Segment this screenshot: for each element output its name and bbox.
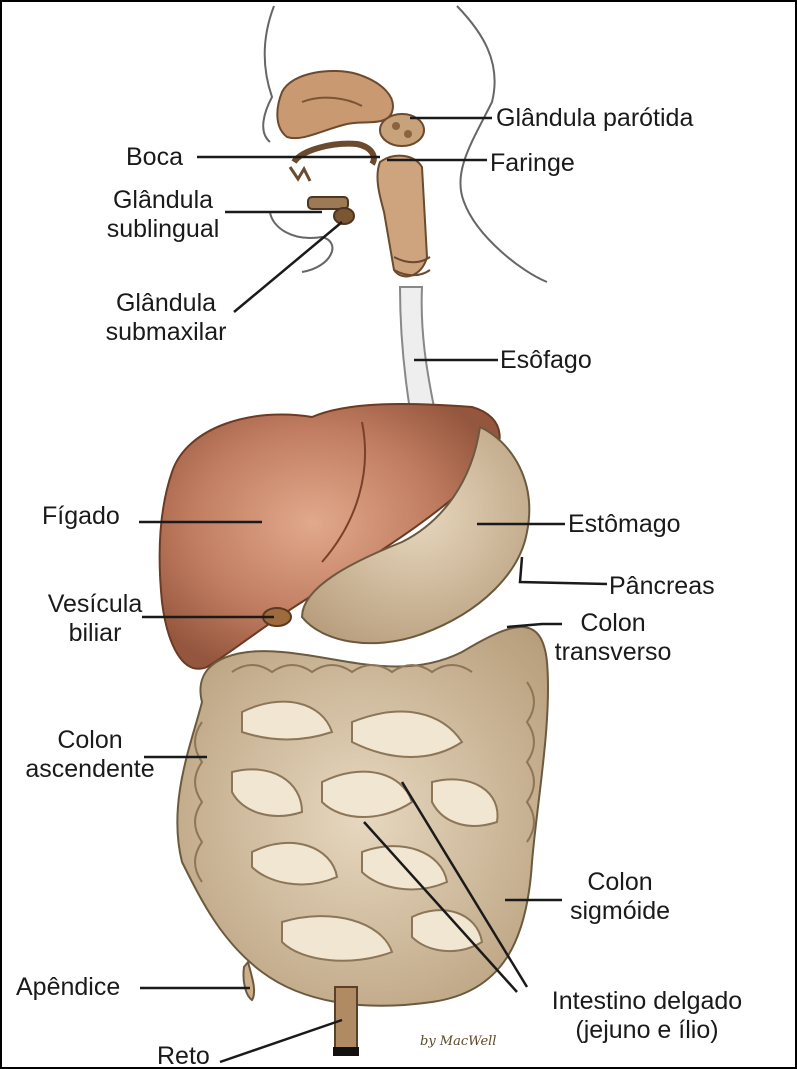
label-small-intestine: Intestino delgado (jejuno e ílio) — [522, 987, 772, 1045]
esophagus — [400, 287, 434, 410]
label-intestino-line2: (jejuno e ílio) — [522, 1016, 772, 1045]
label-ascending-colon: Colon ascendente — [16, 726, 164, 784]
label-submaxilar-line2: submaxilar — [96, 318, 236, 347]
pharynx — [377, 156, 427, 277]
appendix — [243, 962, 254, 1000]
label-colon-transverso-line1: Colon — [540, 609, 686, 638]
label-pharynx: Faringe — [490, 149, 575, 178]
label-vesicula-line2: biliar — [36, 619, 154, 648]
label-submaxilar-line1: Glândula — [96, 289, 236, 318]
label-colon-sigmoide-line2: sigmóide — [560, 897, 680, 926]
label-vesicula-line1: Vesícula — [36, 590, 154, 619]
salivary-glands — [308, 197, 354, 224]
label-parotid-gland: Glândula parótida — [496, 104, 693, 133]
rectum — [335, 987, 357, 1052]
artist-signature: by MacWell — [420, 1034, 496, 1049]
label-intestino-line1: Intestino delgado — [522, 987, 772, 1016]
label-mouth: Boca — [126, 143, 183, 172]
nasal-cavity — [277, 71, 393, 138]
mouth — [290, 144, 374, 181]
label-rectum: Reto — [157, 1042, 210, 1069]
label-esophagus: Esôfago — [500, 346, 592, 375]
label-colon-ascendente-line2: ascendente — [16, 755, 164, 784]
label-sublingual-line2: sublingual — [98, 215, 228, 244]
label-gallbladder: Vesícula biliar — [36, 590, 154, 648]
label-colon-transverso-line2: transverso — [540, 638, 686, 667]
label-transverse-colon: Colon transverso — [540, 609, 686, 667]
label-sigmoid-colon: Colon sigmóide — [560, 868, 680, 926]
label-colon-ascendente-line1: Colon — [16, 726, 164, 755]
label-liver: Fígado — [42, 502, 120, 531]
label-sublingual-line1: Glândula — [98, 186, 228, 215]
label-sublingual-gland: Glândula sublingual — [98, 186, 228, 244]
label-pancreas: Pâncreas — [609, 572, 715, 601]
label-appendix: Apêndice — [16, 973, 120, 1002]
label-submaxillary-gland: Glândula submaxilar — [96, 289, 236, 347]
label-stomach: Estômago — [568, 510, 681, 539]
label-colon-sigmoide-line1: Colon — [560, 868, 680, 897]
